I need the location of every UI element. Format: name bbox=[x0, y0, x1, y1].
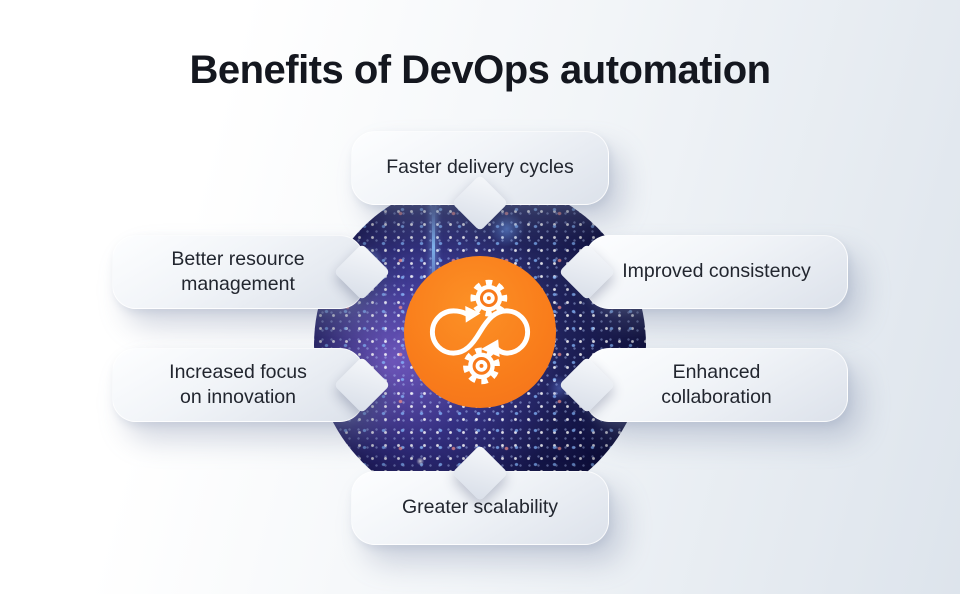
benefit-label: Increased focus bbox=[169, 360, 307, 383]
benefit-callout-enhanced-collaboration: Enhanced collaboration bbox=[585, 348, 848, 422]
benefit-label: Better resource bbox=[171, 247, 305, 270]
benefit-label: management bbox=[181, 273, 295, 295]
benefit-callout-improved-consistency: Improved consistency bbox=[585, 235, 848, 309]
benefit-label: Greater scalability bbox=[401, 496, 559, 519]
benefit-label: Faster delivery cycles bbox=[386, 156, 574, 179]
gear-icon bbox=[470, 279, 508, 317]
gear-icon bbox=[463, 347, 500, 385]
benefit-callout-faster-delivery-cycles: Faster delivery cycles bbox=[351, 131, 609, 205]
benefit-callout-better-resource-management: Better resource management bbox=[112, 235, 364, 309]
benefit-label: Enhanced bbox=[672, 360, 761, 383]
benefit-label: on innovation bbox=[179, 386, 296, 408]
infinity-loop-gears-icon bbox=[429, 279, 531, 385]
page-title: Benefits of DevOps automation bbox=[189, 48, 771, 92]
benefit-label: Improved consistency bbox=[622, 260, 811, 283]
center-badge bbox=[404, 256, 556, 408]
benefit-callout-greater-scalability: Greater scalability bbox=[351, 471, 609, 545]
benefit-label: collaboration bbox=[661, 386, 772, 408]
light-beam-decoration bbox=[432, 193, 435, 313]
benefit-callout-increased-focus-on-innovation: Increased focus on innovation bbox=[112, 348, 364, 422]
